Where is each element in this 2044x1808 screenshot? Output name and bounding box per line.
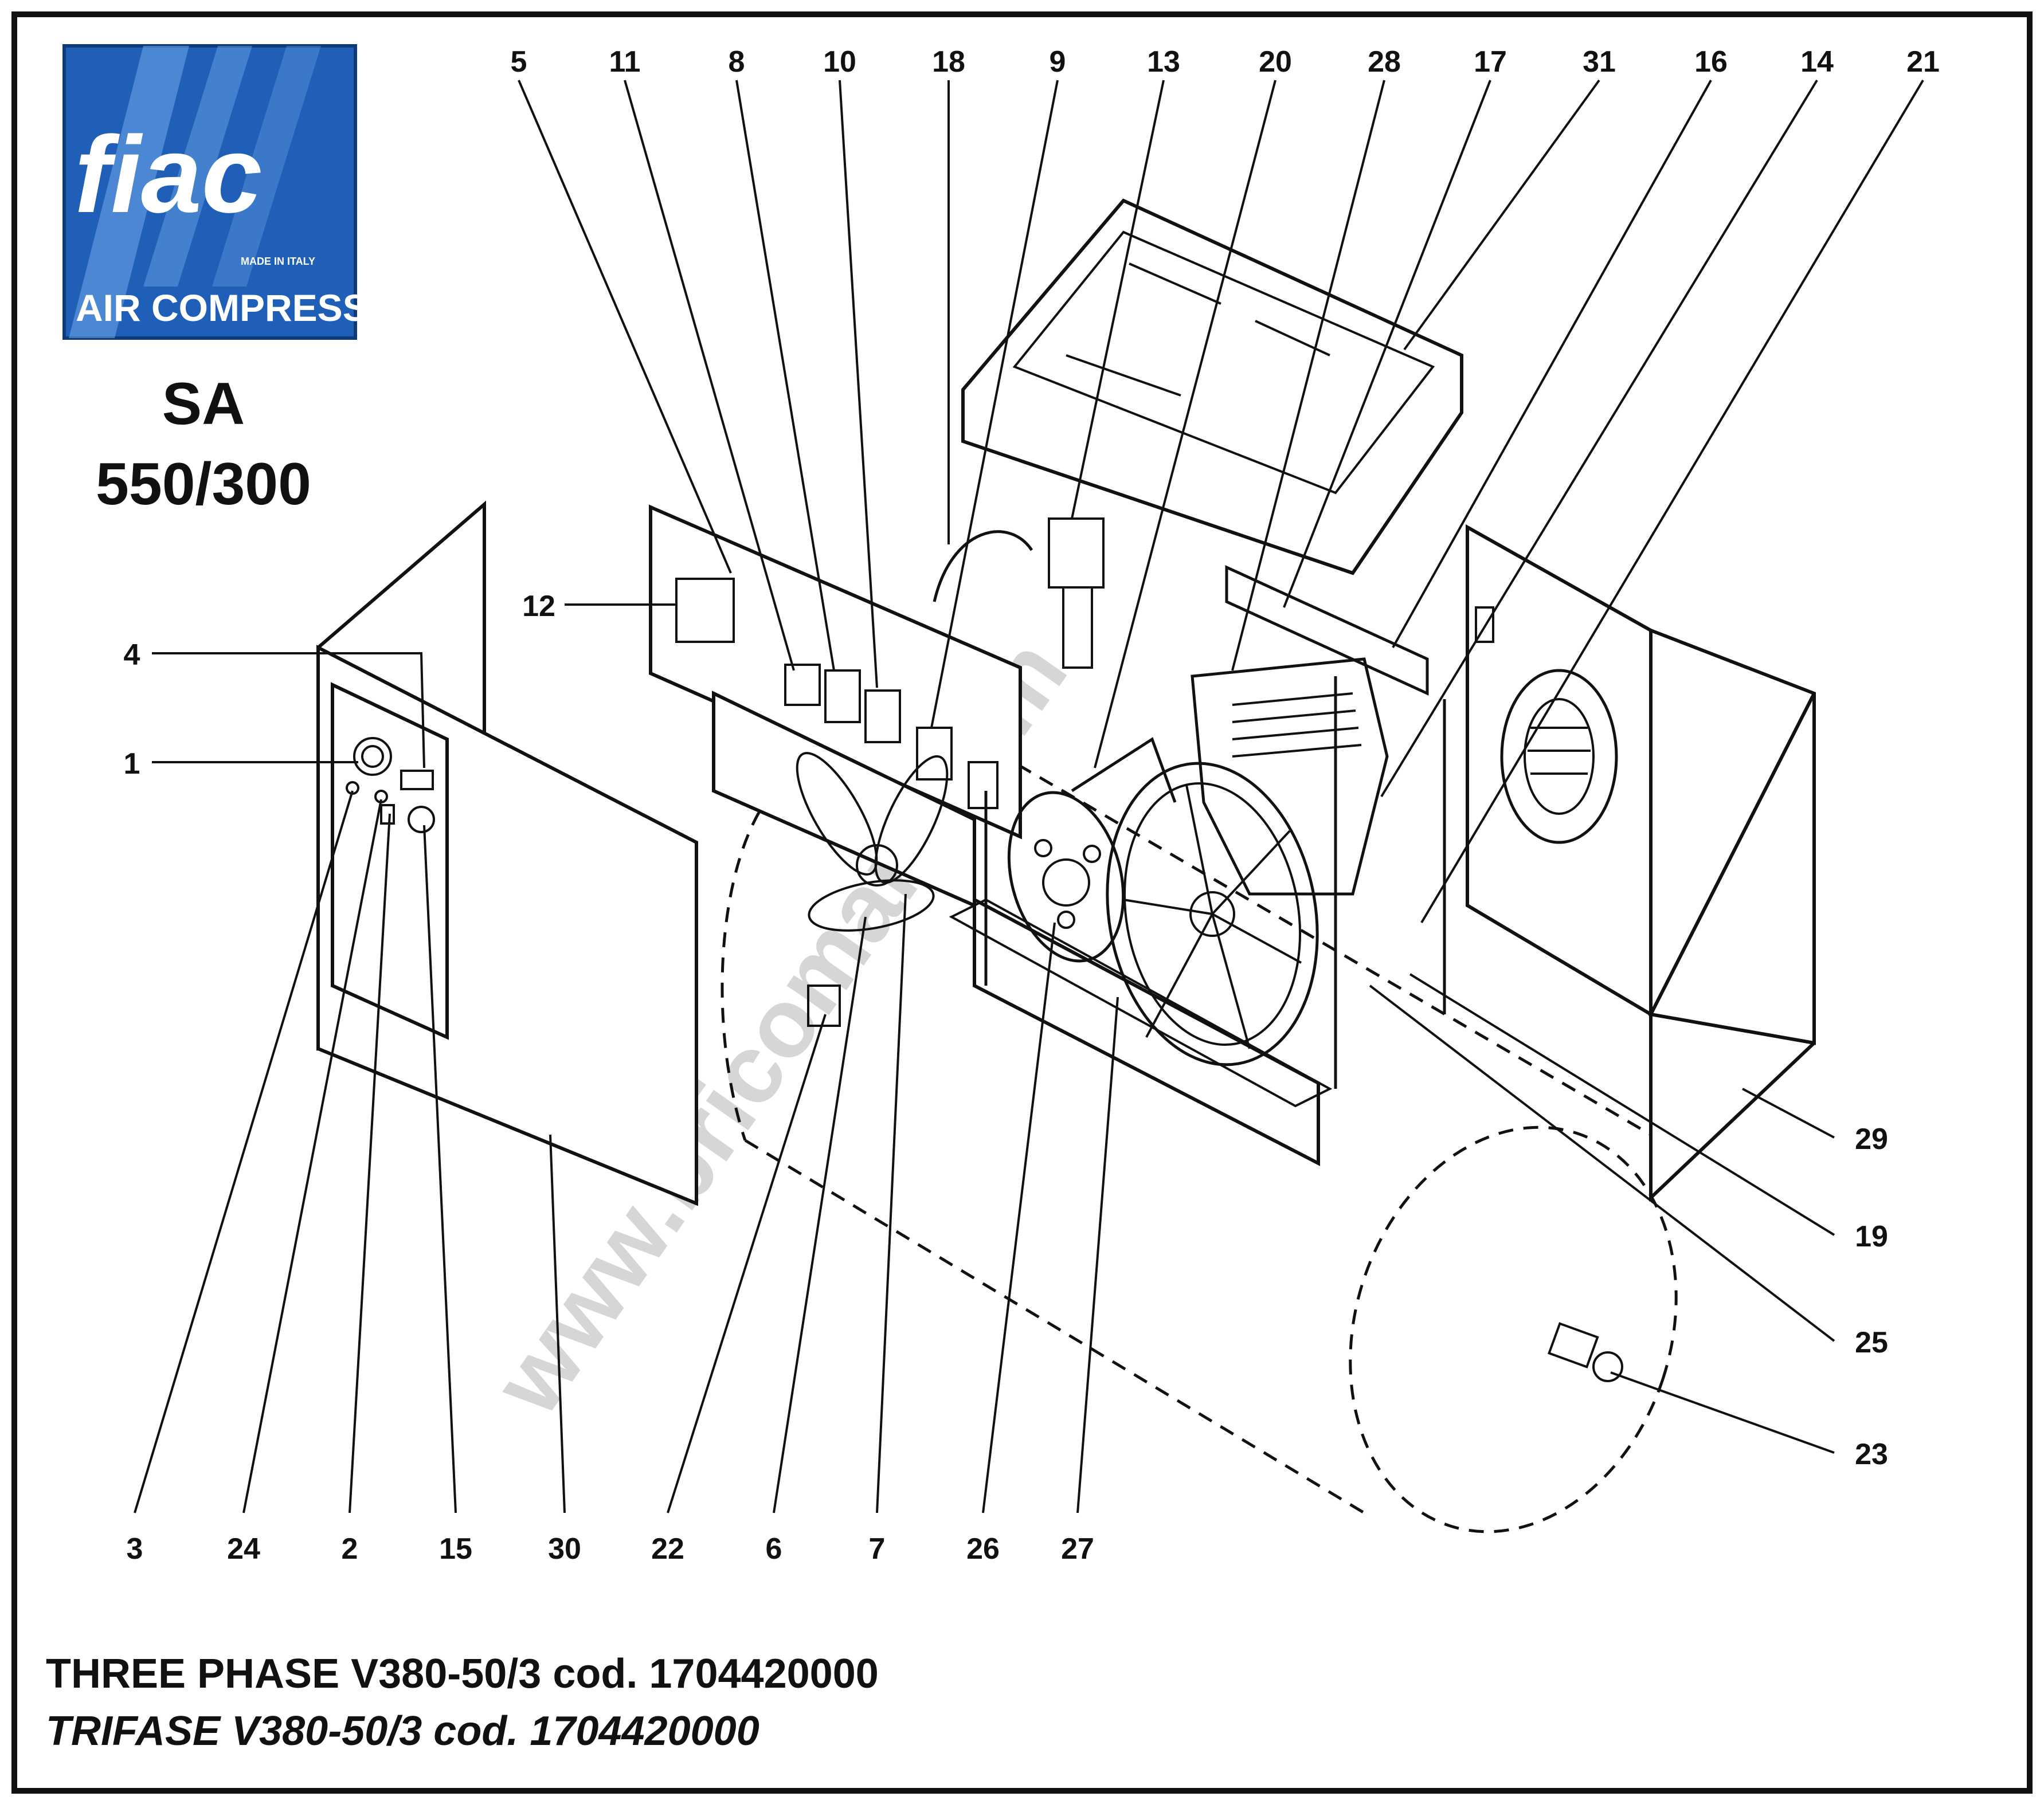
electrical-board — [649, 504, 1022, 908]
callout-label: 25 — [1855, 1326, 1888, 1359]
air-tank-outline — [721, 738, 1678, 1534]
callout-label: 26 — [966, 1532, 1000, 1566]
side-panel-29 — [1466, 524, 1816, 1202]
callout-label: 21 — [1906, 45, 1940, 79]
footer-line-1: THREE PHASE V380-50/3 cod. 1704420000 — [46, 1651, 879, 1697]
callout-label: 2 — [342, 1532, 358, 1566]
callout-label: 1 — [124, 747, 140, 781]
callout-label: 16 — [1694, 45, 1728, 79]
callout-label: 11 — [609, 45, 641, 79]
cooling-fan — [796, 752, 949, 1027]
callout-label: 23 — [1855, 1438, 1888, 1471]
logo-tagline: AIR COMPRESSORS — [76, 287, 450, 329]
model-line-1: SA — [162, 371, 245, 437]
callouts-bottom: 3 24 2 15 30 22 6 7 26 27 — [127, 1532, 1094, 1566]
callout-label: 13 — [1147, 45, 1180, 79]
compressor-pump — [1191, 657, 1389, 896]
callout-label: 6 — [766, 1532, 782, 1566]
callout-label: 5 — [511, 45, 527, 79]
logo-made-in: MADE IN ITALY — [241, 256, 315, 267]
top-cover-31 — [961, 198, 1463, 575]
callout-label: 4 — [124, 638, 140, 672]
callout-label: 30 — [548, 1532, 581, 1566]
model-line-2: 550/300 — [96, 451, 311, 517]
callout-label: 8 — [729, 45, 745, 79]
callout-label: 18 — [932, 45, 965, 79]
callout-label: 29 — [1855, 1123, 1888, 1156]
logo-brand: fiac — [75, 114, 262, 236]
callout-label: 24 — [227, 1532, 260, 1566]
aftercooler — [1225, 565, 1429, 696]
callouts-left: 12 4 1 — [124, 590, 555, 781]
air-filter — [933, 517, 1105, 669]
electric-motor — [1007, 737, 1177, 963]
callout-label: 3 — [127, 1532, 143, 1566]
callout-label: 19 — [1855, 1220, 1888, 1253]
leader-lines — [134, 79, 1924, 1513]
callout-label: 17 — [1474, 45, 1507, 79]
front-panel-30 — [316, 500, 698, 1206]
callout-label: 7 — [869, 1532, 886, 1566]
compressor-frame — [949, 676, 1446, 1166]
callout-label: 22 — [651, 1532, 684, 1566]
drain-valve-23 — [1547, 1322, 1623, 1382]
callout-label: 27 — [1061, 1532, 1094, 1566]
callout-label: 10 — [823, 45, 856, 79]
callout-label: 9 — [1050, 45, 1066, 79]
footer-line-2: TRIFASE V380-50/3 cod. 1704420000 — [46, 1708, 759, 1754]
fiac-logo: fiac MADE IN ITALY AIR COMPRESSORS — [62, 44, 450, 340]
callout-label: 31 — [1583, 45, 1616, 79]
callout-label: 28 — [1368, 45, 1401, 79]
flywheel — [1106, 762, 1319, 1066]
callout-label: 15 — [439, 1532, 472, 1566]
callout-label: 14 — [1800, 45, 1834, 79]
callouts-right: 29 19 25 23 — [1855, 1123, 1888, 1471]
callout-label: 12 — [522, 590, 555, 623]
page-border — [11, 11, 2033, 1794]
callouts-top: 5 11 8 10 18 9 13 20 28 17 31 16 14 21 — [511, 45, 1940, 79]
callout-label: 20 — [1259, 45, 1292, 79]
